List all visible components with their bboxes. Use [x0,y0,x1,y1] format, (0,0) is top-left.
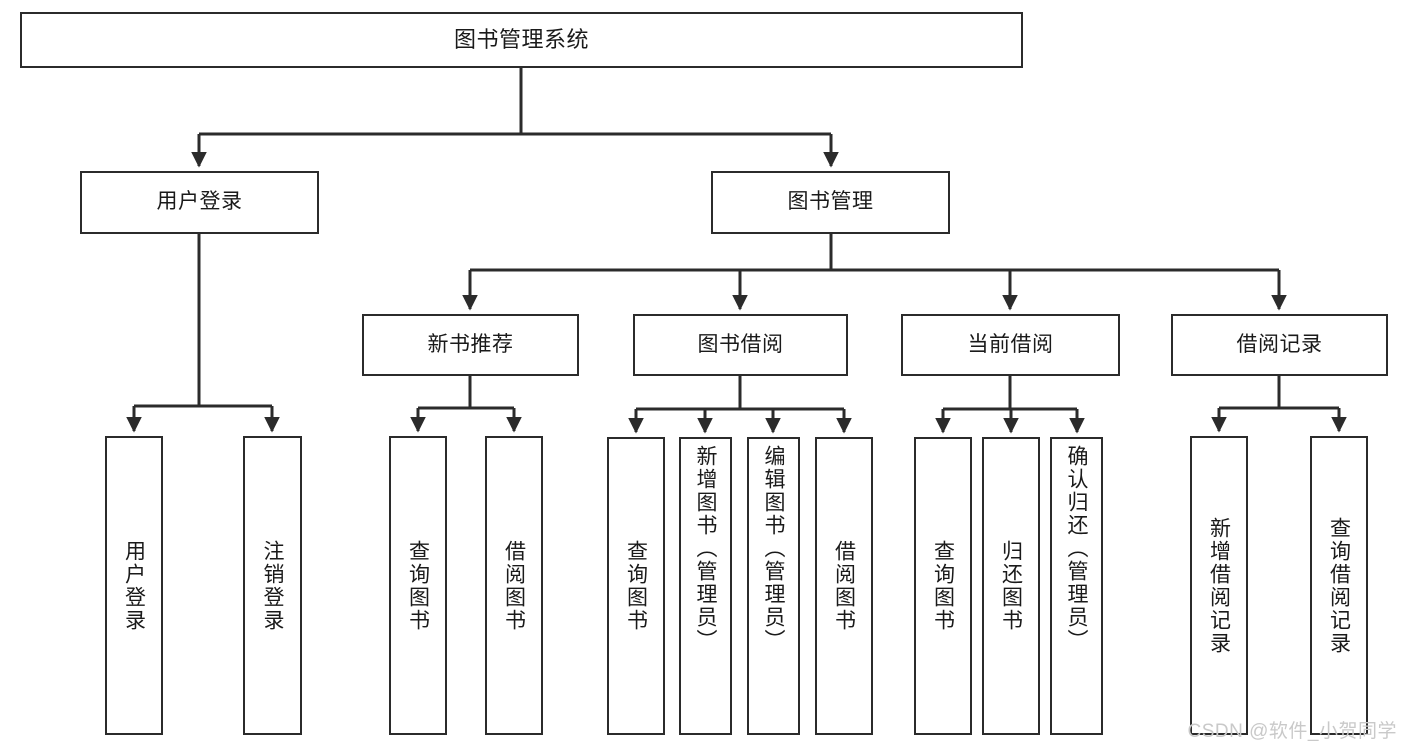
node-book-borrow-label: 图书借阅 [697,332,784,356]
node-leaf-add-loan-record[interactable]: 新增借阅记录 [1190,436,1248,735]
node-user-login[interactable]: 用户登录 [80,171,319,234]
node-root-label: 图书管理系统 [453,27,589,53]
node-leaf-add-book[interactable]: 新增图书（管理员） [679,437,732,735]
node-user-login-label: 用户登录 [156,190,243,214]
node-leaf-borrow-book-1[interactable]: 借阅图书 [485,436,543,735]
node-book-manage[interactable]: 图书管理 [711,171,950,234]
node-leaf-query-book-3-label: 查询图书 [931,540,955,632]
node-leaf-query-book-1-label: 查询图书 [406,539,430,632]
node-leaf-add-loan-record-label: 新增借阅记录 [1207,516,1231,655]
node-leaf-logout[interactable]: 注销登录 [243,436,302,735]
node-leaf-return-book-label: 归还图书 [999,540,1023,632]
node-leaf-edit-book[interactable]: 编辑图书（管理员） [747,437,800,735]
node-leaf-query-loan-record[interactable]: 查询借阅记录 [1310,436,1368,735]
node-leaf-query-loan-record-label: 查询借阅记录 [1327,516,1351,655]
node-leaf-borrow-book-2-label: 借阅图书 [832,540,856,632]
node-new-book-rec-label: 新书推荐 [427,332,514,356]
node-leaf-borrow-book-2[interactable]: 借阅图书 [815,437,873,735]
node-leaf-edit-book-label: 编辑图书（管理员） [762,445,785,652]
node-leaf-query-book-1[interactable]: 查询图书 [389,436,447,735]
node-leaf-logout-label: 注销登录 [261,539,284,632]
node-leaf-user-login[interactable]: 用户登录 [105,436,163,735]
node-leaf-confirm-return-label: 确认归还（管理员） [1065,445,1088,652]
node-book-manage-label: 图书管理 [787,190,874,214]
node-current-loan[interactable]: 当前借阅 [901,314,1120,376]
node-new-book-rec[interactable]: 新书推荐 [362,314,579,376]
node-current-loan-label: 当前借阅 [967,332,1054,356]
watermark: CSDN @软件_小贺同学 [1187,721,1397,742]
node-loan-record-label: 借阅记录 [1236,332,1323,356]
node-leaf-add-book-label: 新增图书（管理员） [694,445,717,652]
node-leaf-query-book-3[interactable]: 查询图书 [914,437,972,735]
node-leaf-query-book-2[interactable]: 查询图书 [607,437,665,735]
node-leaf-user-login-label: 用户登录 [122,539,146,632]
node-leaf-query-book-2-label: 查询图书 [624,540,648,632]
node-leaf-borrow-book-1-label: 借阅图书 [502,539,526,632]
node-root[interactable]: 图书管理系统 [20,12,1023,68]
node-book-borrow[interactable]: 图书借阅 [633,314,848,376]
node-loan-record[interactable]: 借阅记录 [1171,314,1388,376]
node-leaf-confirm-return[interactable]: 确认归还（管理员） [1050,437,1103,735]
node-leaf-return-book[interactable]: 归还图书 [982,437,1040,735]
